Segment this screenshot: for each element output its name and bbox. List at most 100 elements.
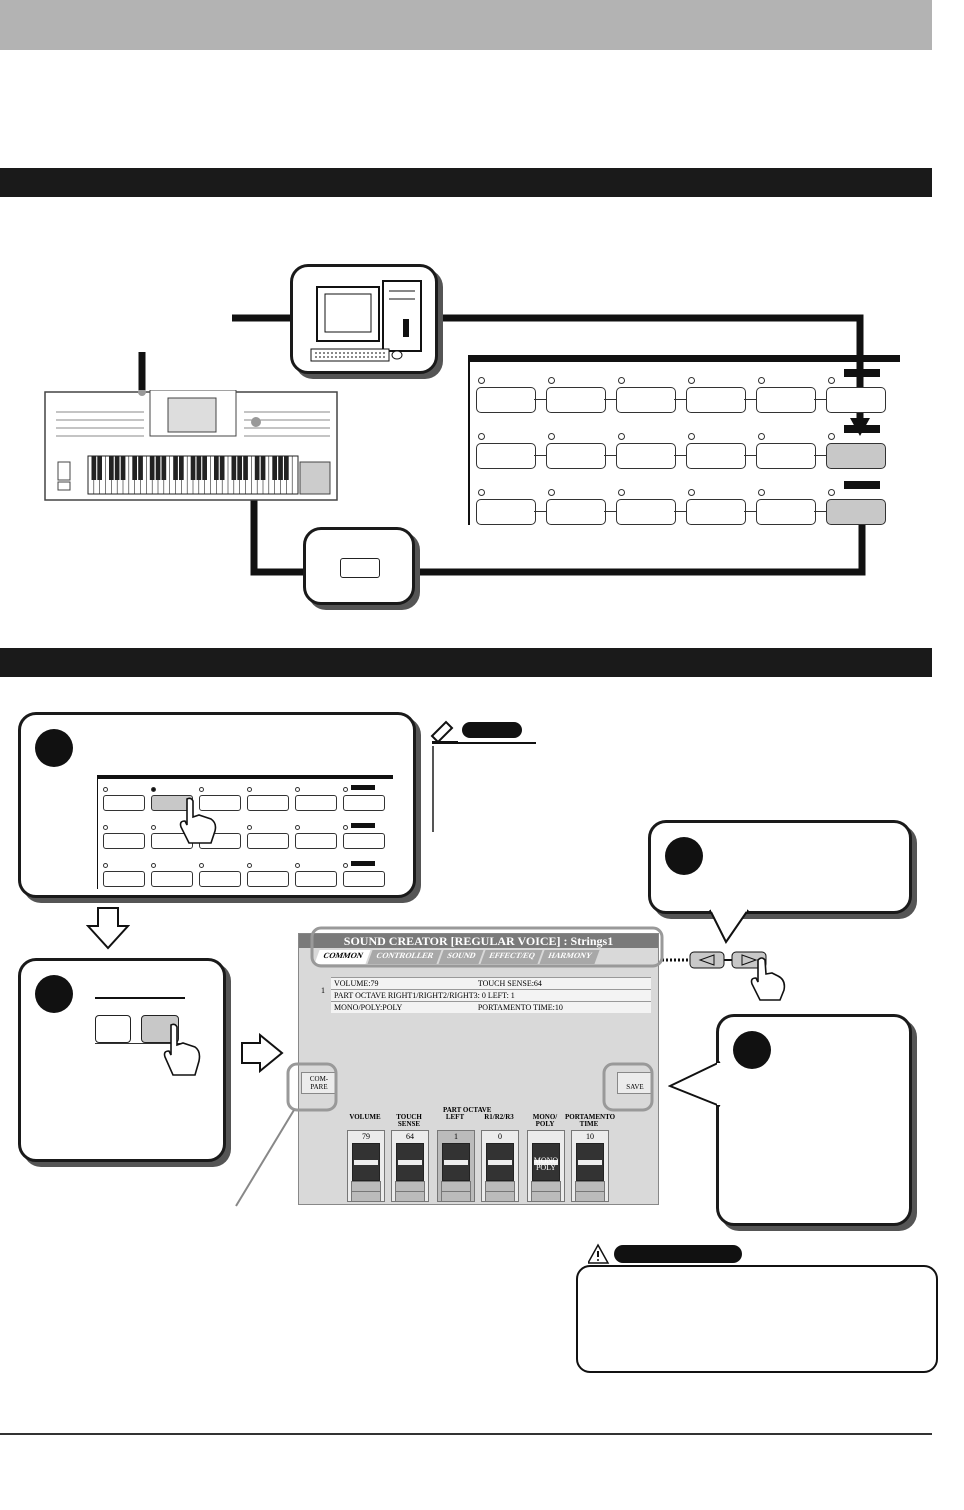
slider-value: 1 bbox=[454, 1132, 458, 1141]
panel-connector bbox=[674, 455, 686, 456]
compare-button[interactable]: COM- PARE bbox=[301, 1072, 337, 1094]
panel-button[interactable] bbox=[756, 443, 816, 469]
slider-down-button[interactable] bbox=[351, 1191, 381, 1202]
panel-button[interactable] bbox=[343, 871, 385, 887]
section-bar-2 bbox=[0, 648, 932, 677]
panel-button[interactable] bbox=[103, 871, 145, 887]
slider-label: VOLUME bbox=[349, 1113, 381, 1121]
panel-button[interactable] bbox=[476, 443, 536, 469]
slider-thumb[interactable] bbox=[354, 1160, 378, 1165]
panel-led bbox=[828, 377, 835, 384]
panel-buttons-small bbox=[97, 775, 393, 891]
panel-button[interactable] bbox=[247, 795, 289, 811]
step-1-dot bbox=[35, 729, 73, 767]
pointing-hand-icon bbox=[163, 1023, 201, 1076]
panel-button[interactable] bbox=[546, 443, 606, 469]
panel-connector bbox=[604, 399, 616, 400]
table-row[interactable]: PART OCTAVE RIGHT1/RIGHT2/RIGHT3: 0 LEFT… bbox=[331, 989, 651, 1002]
panel-button[interactable] bbox=[756, 387, 816, 413]
panel-button[interactable] bbox=[247, 833, 289, 849]
step-4-box bbox=[716, 1014, 912, 1226]
parameter-slider[interactable]: 79 bbox=[347, 1130, 385, 1202]
table-row[interactable]: VOLUME:79 TOUCH SENSE:64 bbox=[331, 977, 651, 990]
computer-box bbox=[290, 264, 438, 374]
parameter-slider[interactable]: MONO POLY bbox=[527, 1130, 565, 1202]
panel-button[interactable] bbox=[616, 499, 676, 525]
slider-thumb[interactable] bbox=[578, 1160, 602, 1165]
panel-led bbox=[151, 825, 156, 830]
panel-button[interactable] bbox=[295, 833, 337, 849]
panel-led bbox=[247, 787, 252, 792]
parameter-slider[interactable]: 64 bbox=[391, 1130, 429, 1202]
slider-down-button[interactable] bbox=[441, 1191, 471, 1202]
slider-thumb[interactable] bbox=[488, 1160, 512, 1165]
panel-row-tag bbox=[844, 425, 880, 433]
panel-led bbox=[618, 433, 625, 440]
panel-button[interactable] bbox=[295, 795, 337, 811]
panel-button[interactable] bbox=[343, 795, 385, 811]
panel-button[interactable] bbox=[686, 499, 746, 525]
panel-led bbox=[478, 377, 485, 384]
warning-icon bbox=[586, 1243, 742, 1264]
panel-button[interactable] bbox=[199, 795, 241, 811]
slider-value: 0 bbox=[498, 1132, 502, 1141]
slider-label: PORTAMENTO TIME bbox=[565, 1113, 616, 1128]
slider-track bbox=[352, 1143, 380, 1181]
step-1-box bbox=[18, 712, 416, 898]
table-row[interactable]: MONO/POLY:POLY PORTAMENTO TIME:10 bbox=[331, 1001, 651, 1013]
panel-button[interactable] bbox=[826, 499, 886, 525]
slider-thumb[interactable] bbox=[398, 1160, 422, 1165]
speech-tail-top bbox=[709, 908, 749, 944]
slider-down-button[interactable] bbox=[531, 1191, 561, 1202]
panel-led bbox=[295, 825, 300, 830]
slider-value: 79 bbox=[362, 1132, 370, 1141]
panel-led bbox=[478, 489, 485, 496]
panel-button[interactable] bbox=[103, 833, 145, 849]
panel-button[interactable] bbox=[295, 871, 337, 887]
panel-button[interactable] bbox=[616, 387, 676, 413]
panel-button[interactable] bbox=[343, 833, 385, 849]
controller-box bbox=[303, 527, 415, 605]
panel-row-tag bbox=[351, 785, 375, 790]
panel-connector bbox=[814, 399, 826, 400]
panel-led bbox=[103, 787, 108, 792]
slider-thumb[interactable] bbox=[534, 1160, 558, 1165]
parameter-slider[interactable]: 0 bbox=[481, 1130, 519, 1202]
part-octave-group-label: PART OCTAVE bbox=[443, 1106, 492, 1114]
panel-connector bbox=[604, 455, 616, 456]
panel-button[interactable] bbox=[826, 387, 886, 413]
slider-down-button[interactable] bbox=[395, 1191, 425, 1202]
panel-button[interactable] bbox=[247, 871, 289, 887]
panel-button[interactable] bbox=[151, 871, 193, 887]
panel-button[interactable] bbox=[686, 387, 746, 413]
panel-led bbox=[618, 489, 625, 496]
step-3-box bbox=[648, 820, 912, 914]
panel-led bbox=[295, 863, 300, 868]
panel-led bbox=[758, 377, 765, 384]
panel-connector bbox=[534, 511, 546, 512]
panel-button[interactable] bbox=[826, 443, 886, 469]
panel-button[interactable] bbox=[199, 871, 241, 887]
slider-track bbox=[486, 1143, 514, 1181]
slider-down-button[interactable] bbox=[575, 1191, 605, 1202]
panel-button[interactable] bbox=[756, 499, 816, 525]
controller-button bbox=[340, 558, 380, 578]
parameter-slider[interactable]: 10 bbox=[571, 1130, 609, 1202]
speech-tail-right bbox=[668, 1061, 721, 1107]
panel-button[interactable] bbox=[546, 499, 606, 525]
panel-button[interactable] bbox=[476, 499, 536, 525]
highlight-overlays bbox=[235, 926, 664, 1207]
parameter-slider[interactable]: 1 bbox=[437, 1130, 475, 1202]
header-band bbox=[0, 0, 932, 50]
slider-thumb[interactable] bbox=[444, 1160, 468, 1165]
panel-button[interactable] bbox=[476, 387, 536, 413]
step-2-box bbox=[18, 958, 226, 1162]
panel-button[interactable] bbox=[103, 795, 145, 811]
panel-button[interactable] bbox=[546, 387, 606, 413]
panel-button[interactable] bbox=[686, 443, 746, 469]
panel-led bbox=[151, 863, 156, 868]
panel-button[interactable] bbox=[616, 443, 676, 469]
slider-label: R1/R2/R3 bbox=[484, 1113, 514, 1121]
left-button bbox=[95, 1015, 131, 1043]
slider-down-button[interactable] bbox=[485, 1191, 515, 1202]
